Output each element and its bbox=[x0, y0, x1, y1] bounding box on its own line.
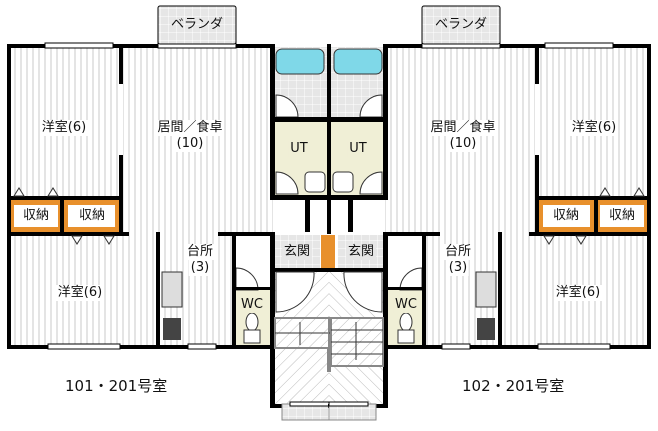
unit-caption: 101・201号室 bbox=[65, 377, 168, 395]
storage-2-label: 収納 bbox=[606, 208, 638, 224]
western-room-top-label: 洋室(6) bbox=[39, 120, 89, 136]
wc-label: WC bbox=[239, 297, 265, 313]
western-room-bottom-label: 洋室(6) bbox=[553, 285, 603, 301]
living-size-label: (10) bbox=[174, 136, 206, 152]
western-room-bottom-label: 洋室(6) bbox=[55, 285, 105, 301]
storage-1-label: 収納 bbox=[550, 208, 582, 224]
kitchen-name-label: 台所 bbox=[442, 244, 474, 260]
unit-caption: 102・201号室 bbox=[462, 377, 565, 395]
living-size-label: (10) bbox=[447, 136, 479, 152]
storage-1-label: 収納 bbox=[20, 208, 52, 224]
ut-label: UT bbox=[288, 141, 310, 157]
living-name-label: 居間／食卓 bbox=[428, 120, 498, 136]
storage-2-label: 収納 bbox=[76, 208, 108, 224]
unit-101 bbox=[6, 5, 331, 421]
balcony-label: ベランダ bbox=[434, 17, 488, 32]
kitchen-size-label: (3) bbox=[188, 260, 212, 276]
kitchen-name-label: 台所 bbox=[184, 244, 216, 260]
ut-label: UT bbox=[347, 141, 369, 157]
wc-label: WC bbox=[393, 297, 419, 313]
entrance-divider bbox=[321, 235, 335, 269]
living-name-label: 居間／食卓 bbox=[155, 120, 225, 136]
entrance-label: 玄関 bbox=[281, 244, 313, 260]
western-room-top-label: 洋室(6) bbox=[569, 120, 619, 136]
kitchen-size-label: (3) bbox=[446, 260, 470, 276]
entrance-label: 玄関 bbox=[345, 244, 377, 260]
balcony-label: ベランダ bbox=[170, 17, 224, 32]
